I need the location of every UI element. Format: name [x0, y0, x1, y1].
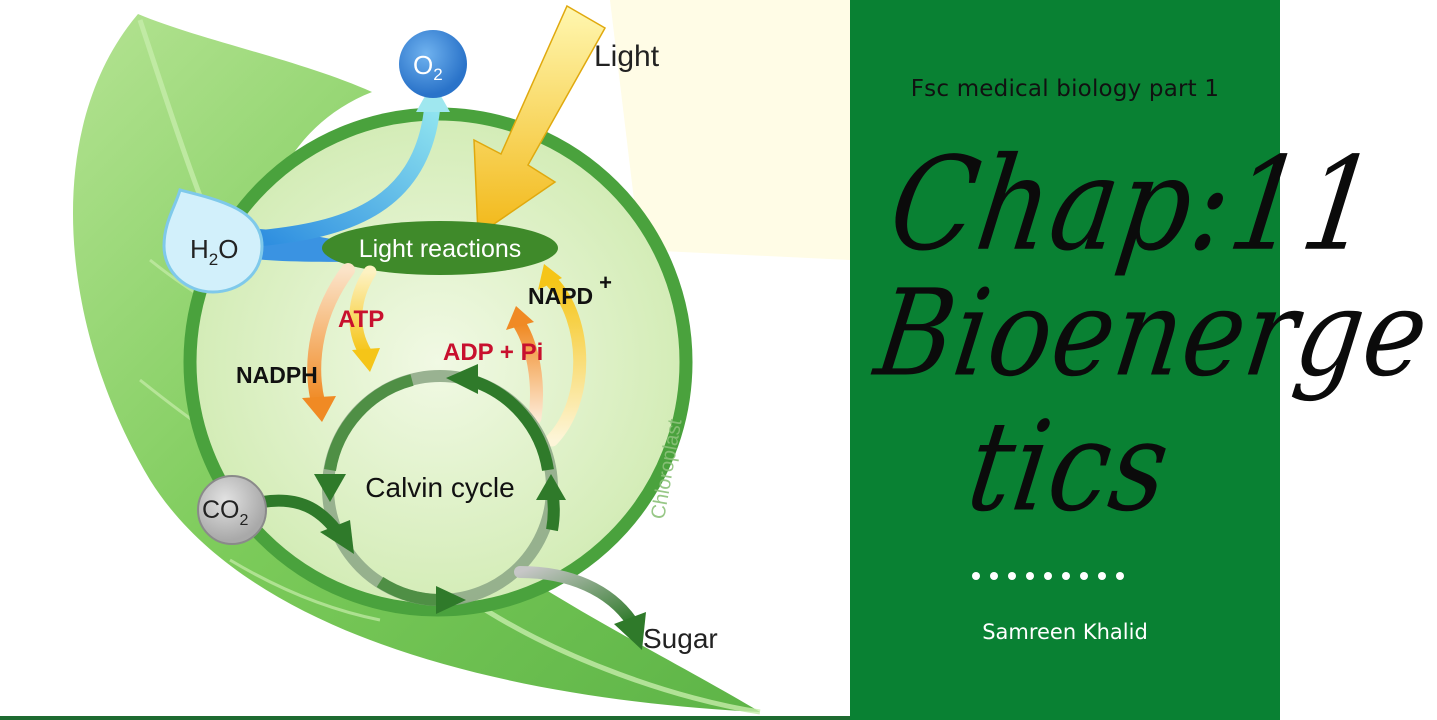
author-name: Samreen Khalid [982, 620, 1148, 644]
chapter-title-line-2: Bioenerge [868, 262, 1437, 404]
divider-dot [1062, 572, 1070, 580]
divider-dot [1116, 572, 1124, 580]
calvin-arc-top [468, 374, 554, 472]
calvin-cycle-label: Calvin cycle [365, 472, 514, 503]
co2-arrowhead [320, 520, 354, 554]
calvin-arc-left [324, 374, 414, 472]
adp-arrow [513, 318, 544, 425]
co2-label: CO2 [202, 496, 249, 529]
light-arrow [473, 4, 607, 237]
co2-bubble [197, 475, 267, 545]
atp-arrowhead [352, 348, 380, 372]
divider-dot [972, 572, 980, 580]
bottom-divider [0, 716, 850, 720]
calvin-arrowhead-top [446, 364, 478, 394]
nadph-label: NADPH [236, 362, 318, 388]
title-panel: Fsc medical biology part 1 Chap:11 Bioen… [850, 0, 1437, 720]
napd-label: NAPD+ [528, 270, 612, 309]
course-name: Fsc medical biology part 1 [910, 76, 1220, 102]
divider-dot [1044, 572, 1052, 580]
divider-dot [1008, 572, 1016, 580]
o2-bubble [399, 30, 467, 98]
nadph-arrowhead [302, 396, 336, 422]
chapter-title-line-3: tics [959, 395, 1178, 540]
calvin-arrowhead-left [314, 474, 346, 502]
calvin-arrowhead-right [536, 474, 566, 500]
atp-label: ATP [338, 306, 384, 333]
atp-arrow [349, 265, 377, 359]
adp-arrowhead [506, 306, 534, 330]
nadph-arrow [307, 263, 355, 409]
chapter-title-line-1: Chap:11 [881, 130, 1387, 280]
adp-pi-label: ADP + Pi [443, 339, 543, 366]
leaf-vein [229, 558, 381, 622]
napd-arrow [545, 275, 587, 447]
sugar-label: Sugar [643, 623, 718, 654]
divider-dot [1080, 572, 1088, 580]
divider-dot [1026, 572, 1034, 580]
sugar-arrowhead [614, 612, 646, 650]
dot-divider [972, 572, 1124, 580]
photosynthesis-diagram: Chloroplast Light H2O O2 Light reactions… [72, 0, 850, 715]
napd-arrowhead [538, 264, 562, 290]
oxygen-arrow [254, 102, 440, 246]
divider-dot [990, 572, 998, 580]
light-glow [610, 0, 850, 260]
co2-arrow [256, 494, 342, 536]
calvin-arrowhead-bottom [436, 586, 466, 614]
h2o-label: H2O [190, 234, 238, 269]
light-label: Light [594, 40, 660, 73]
sugar-arrow [514, 566, 638, 628]
o2-label: O2 [413, 50, 443, 84]
light-reactions-label: Light reactions [359, 235, 522, 263]
calvin-arc-bottom [376, 576, 441, 606]
light-reactions-node [322, 221, 558, 275]
divider-dot [1098, 572, 1106, 580]
h2o-drop [162, 188, 264, 294]
